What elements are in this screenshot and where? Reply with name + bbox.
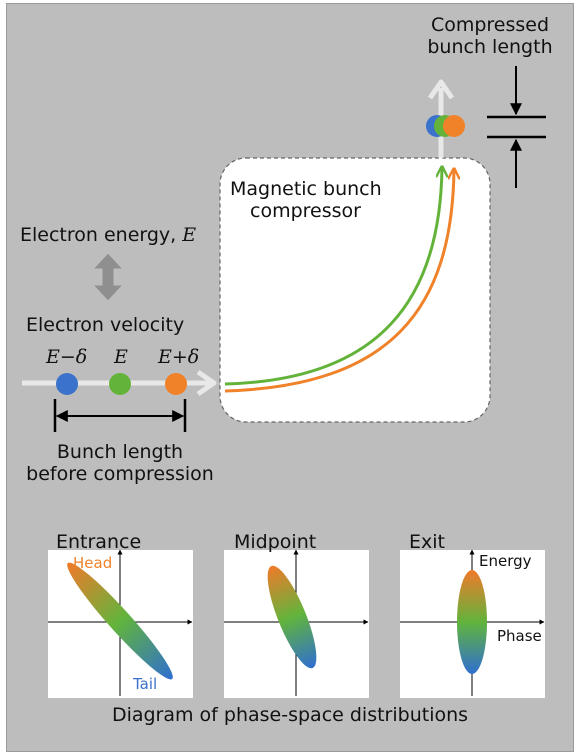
panel-title-entrance: Entrance	[56, 531, 142, 553]
electron-energy-text: Electron energy,	[20, 224, 183, 246]
compressed-label: Compressed bunch length	[415, 14, 565, 58]
axis-energy-label: Energy	[479, 552, 532, 570]
panel-title-exit: Exit	[409, 531, 445, 553]
tail-label: Tail	[133, 675, 158, 693]
energy-minus-label: E−δ	[46, 346, 88, 368]
bunch-before-line1: Bunch length	[56, 441, 184, 463]
beamline-arrowhead-up	[427, 79, 455, 100]
compressor-label-line2: compressor	[250, 200, 361, 222]
green-trajectory	[224, 168, 442, 386]
electron-blue	[56, 373, 78, 395]
axis-phase-label: Phase	[497, 627, 542, 645]
energy-mid-label: E	[114, 346, 128, 368]
electron-velocity-label: Electron velocity	[26, 314, 185, 336]
orange-trajectory	[224, 170, 454, 393]
panel-title-midpoint: Midpoint	[234, 531, 317, 553]
compressed-label-line2: bunch length	[427, 36, 553, 58]
phase-panel-entrance	[48, 549, 193, 698]
electron-energy-label: Electron energy, E	[20, 224, 196, 246]
caption: Diagram of phase-space distributions	[111, 704, 469, 726]
compressor-label: Magnetic bunch compressor	[230, 178, 382, 222]
bunch-before-line2: before compression	[26, 463, 214, 485]
bunch-before-label: Bunch length before compression	[10, 441, 230, 485]
compressor-label-line1: Magnetic bunch	[230, 178, 382, 200]
energy-plus-label: E+δ	[158, 346, 200, 368]
beamline-arrowhead-right	[196, 369, 217, 397]
phase-panel-midpoint	[224, 549, 369, 698]
electron-green	[109, 373, 131, 395]
compressor-box	[219, 157, 491, 423]
phase-panel-exit	[400, 549, 545, 698]
energy-symbol: E	[182, 224, 197, 246]
double-arrow-icon	[91, 252, 125, 302]
electron-orange	[165, 373, 187, 395]
compressed-label-line1: Compressed	[430, 14, 550, 36]
compressed-electron-orange	[443, 115, 465, 137]
head-label: Head	[73, 554, 113, 572]
